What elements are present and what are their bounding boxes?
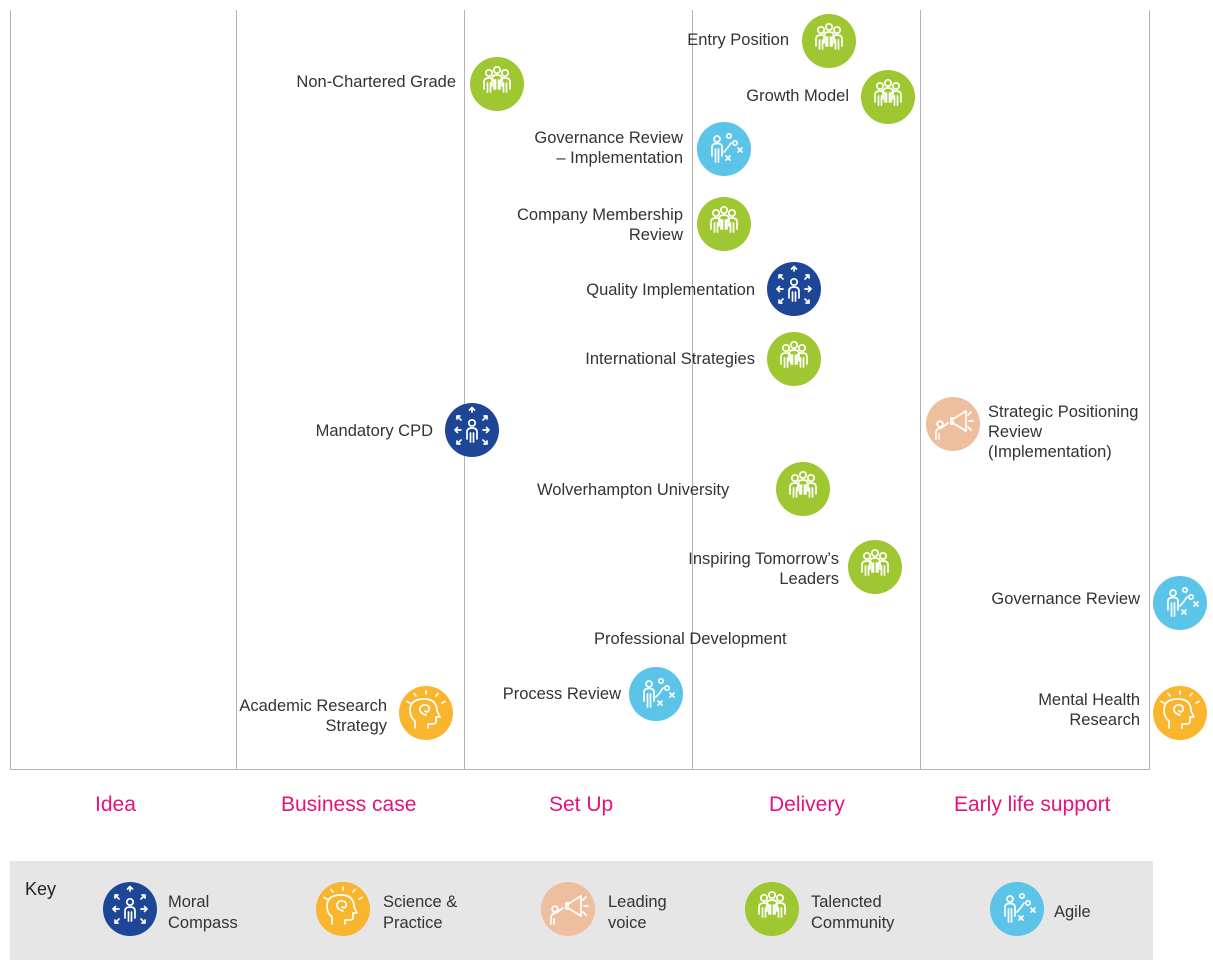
item-governance-review-label: Governance Review [991, 590, 1140, 608]
gridline-idea-business [236, 10, 237, 770]
agile-icon [697, 122, 751, 176]
stage-early-life-support: Early life support [954, 793, 1111, 816]
moral-compass-icon [767, 262, 821, 316]
item-process-review-label: Process Review [502, 685, 621, 703]
key-science-practice-label: Science &Practice [383, 893, 458, 932]
talented-community-icon [470, 57, 524, 111]
baseline [10, 769, 1150, 770]
gridline-delivery-early [920, 10, 921, 770]
talented-community-icon [861, 70, 915, 124]
item-wolverhampton-university-label: Wolverhampton University [537, 481, 730, 499]
gridline-business-setup [464, 10, 465, 770]
talented-community-icon [767, 332, 821, 386]
stage-idea: Idea [95, 793, 136, 816]
science-practice-icon [1153, 686, 1207, 740]
moral-compass-icon [445, 403, 499, 457]
agile-icon [629, 667, 683, 721]
leading-voice-icon [926, 397, 980, 451]
leading-voice-icon [541, 882, 595, 936]
science-practice-icon [316, 882, 370, 936]
item-governance-review-implementation-label: Governance Review– Implementation [534, 129, 683, 167]
talented-community-icon [697, 197, 751, 251]
stage-set-up: Set Up [549, 793, 614, 816]
key-title: Key [25, 879, 57, 899]
key-agile-label: Agile [1054, 903, 1091, 921]
talented-community-icon [776, 462, 830, 516]
gridline-left [10, 10, 11, 770]
item-quality-implementation-label: Quality Implementation [586, 281, 755, 299]
item-growth-model-label: Growth Model [746, 87, 849, 105]
agile-icon [990, 882, 1044, 936]
stage-business-case: Business case [281, 793, 417, 816]
agile-icon [1153, 576, 1207, 630]
stage-delivery: Delivery [769, 793, 845, 816]
item-non-chartered-grade-label: Non-Chartered Grade [296, 73, 456, 91]
science-practice-icon [399, 686, 453, 740]
gridline-setup-delivery [692, 10, 693, 770]
moral-compass-icon [103, 882, 157, 936]
gridline-right [1149, 10, 1150, 770]
item-entry-position-label: Entry Position [687, 31, 789, 49]
item-mandatory-cpd-label: Mandatory CPD [315, 422, 433, 440]
talented-community-icon [802, 14, 856, 68]
item-international-strategies-label: International Strategies [585, 350, 755, 368]
item-professional-development-label: Professional Development [594, 630, 787, 648]
talented-community-icon [848, 540, 902, 594]
talented-community-icon [745, 882, 799, 936]
